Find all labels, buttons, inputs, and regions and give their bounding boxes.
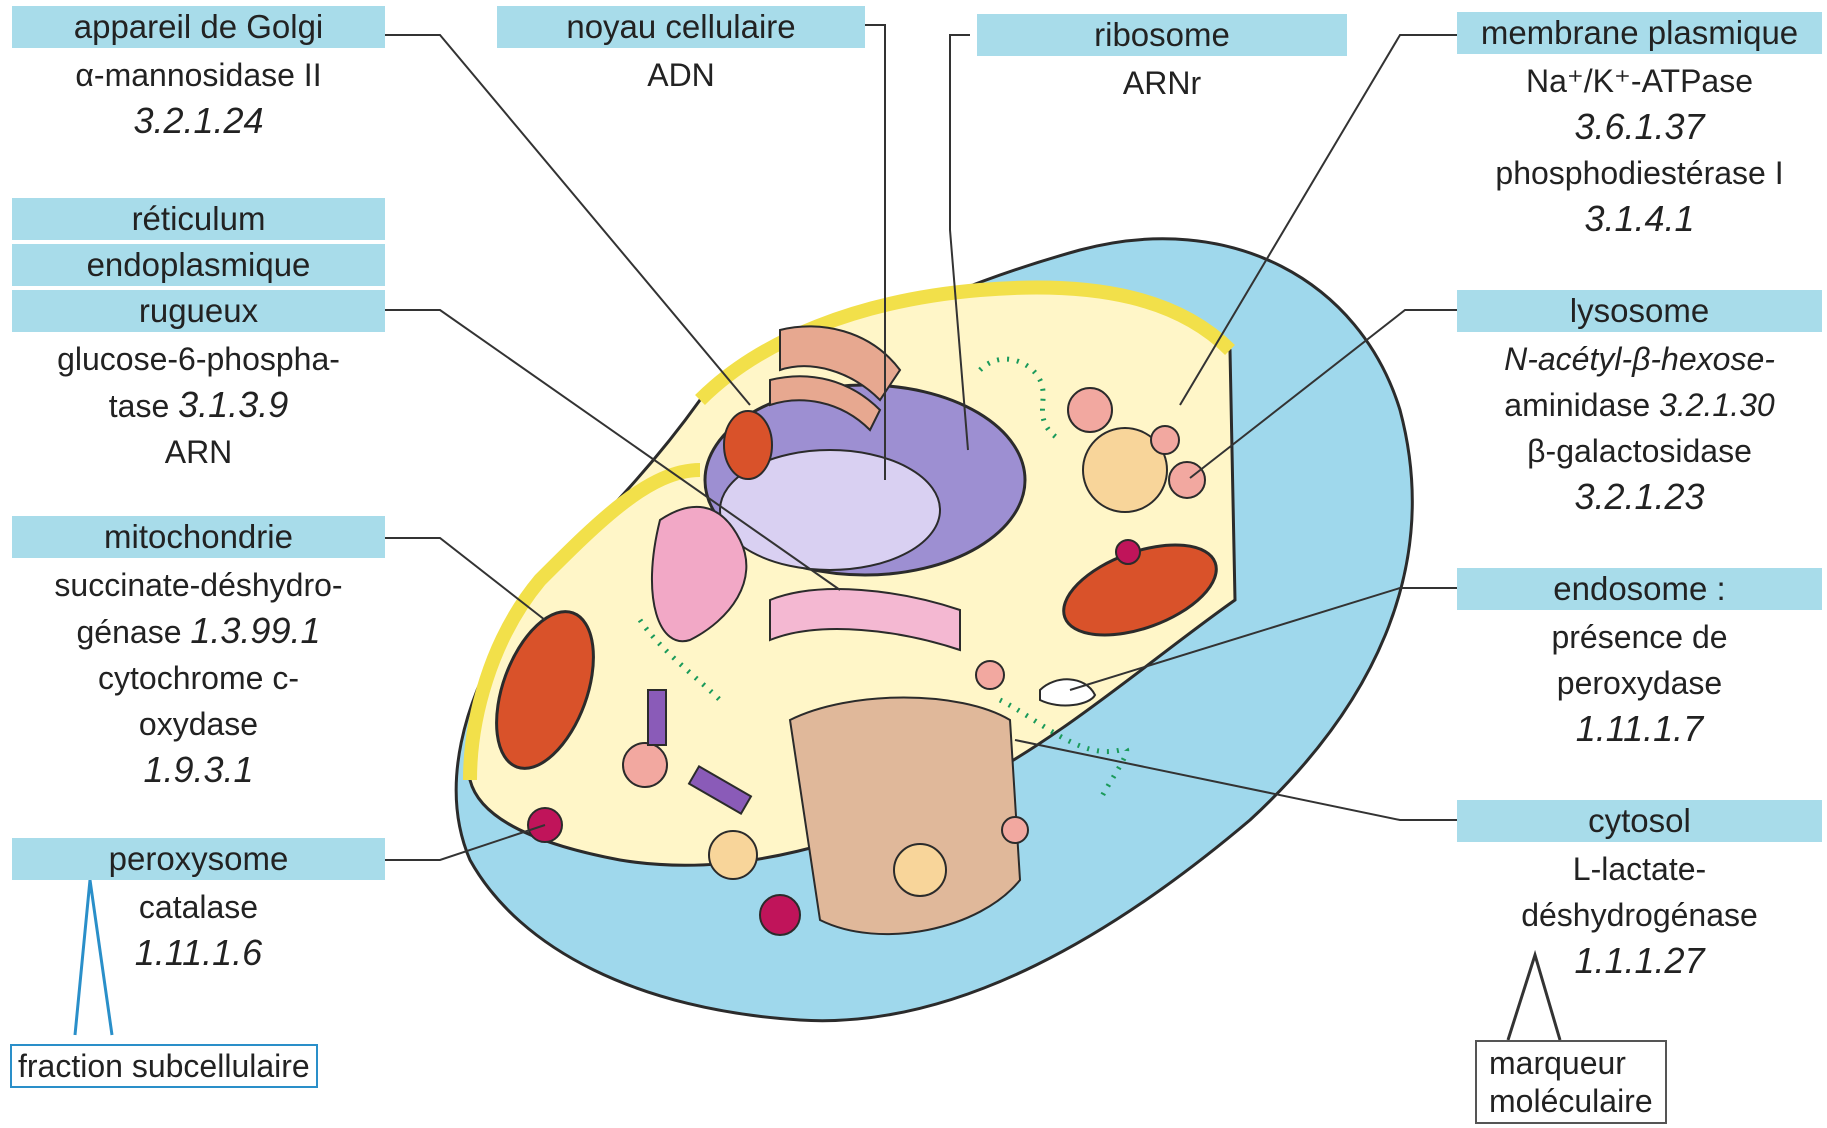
legend-marqueur: marqueur moléculaire — [1475, 1040, 1667, 1124]
mito-enzyme1-line: génase 1.3.99.1 — [12, 608, 385, 655]
cytosol-enzyme-a: L-lactate- — [1457, 846, 1822, 892]
rer-extra: ARN — [12, 429, 385, 475]
ribosome-name: ribosome — [977, 14, 1347, 56]
legend-fraction: fraction subcellulaire — [10, 1044, 318, 1088]
membrane-enzyme1: Na⁺/K⁺-ATPase — [1457, 58, 1822, 104]
endosome-line2: peroxydase — [1457, 660, 1822, 706]
rer-enzyme-b: tase — [109, 388, 169, 424]
rer-name-line3: rugueux — [12, 290, 385, 332]
membrane-panel: membrane plasmique Na⁺/K⁺-ATPase 3.6.1.3… — [1457, 12, 1822, 242]
membrane-enzyme2: phosphodiestérase I — [1457, 150, 1822, 196]
rer-panel: réticulum endoplasmique rugueux glucose-… — [12, 198, 385, 475]
lysosome-enzyme2: β-galactosidase — [1457, 428, 1822, 474]
mito-ec1: 1.3.99.1 — [190, 610, 320, 651]
noyau-panel: noyau cellulaire ADN — [497, 6, 865, 98]
lysosome-name: lysosome — [1457, 290, 1822, 332]
lysosome-enzyme1-line: aminidase 3.2.1.30 — [1457, 382, 1822, 428]
lysosome-panel: lysosome N-acétyl-β-hexose- aminidase 3.… — [1457, 290, 1822, 520]
endosome-name: endosome : — [1457, 568, 1822, 610]
mito-enzyme2-a: cytochrome c- — [12, 655, 385, 701]
lysosome-ec1: 3.2.1.30 — [1659, 387, 1775, 423]
endosome-line1: présence de — [1457, 614, 1822, 660]
mito-enzyme1-b: génase — [77, 614, 182, 650]
membrane-name: membrane plasmique — [1457, 12, 1822, 54]
rer-enzyme-line: tase 3.1.3.9 — [12, 382, 385, 429]
golgi-name: appareil de Golgi — [12, 6, 385, 48]
perox-ec: 1.11.1.6 — [12, 930, 385, 976]
golgi-enzyme: α-mannosidase II — [12, 52, 385, 98]
mito-name: mitochondrie — [12, 516, 385, 558]
cytosol-enzyme-b: déshydrogénase — [1457, 892, 1822, 938]
cytosol-ec: 1.1.1.27 — [1457, 938, 1822, 984]
lysosome — [1169, 462, 1205, 498]
lysosome-enzyme1-a: N-acétyl-β-hexose- — [1457, 336, 1822, 382]
mito-ec2: 1.9.3.1 — [12, 747, 385, 793]
rer-name-line1: réticulum — [12, 198, 385, 240]
mito-enzyme2-b: oxydase — [12, 701, 385, 747]
ribosome-marker: ARNr — [977, 60, 1347, 106]
rer-name-line2: endoplasmique — [12, 244, 385, 286]
perox-name: peroxysome — [12, 838, 385, 880]
perox-enzyme: catalase — [12, 884, 385, 930]
lysosome-ec2: 3.2.1.23 — [1457, 474, 1822, 520]
golgi-panel: appareil de Golgi α-mannosidase II 3.2.1… — [12, 6, 385, 144]
noyau-marker: ADN — [497, 52, 865, 98]
noyau-name: noyau cellulaire — [497, 6, 865, 48]
legend-marqueur-a: marqueur — [1489, 1044, 1653, 1082]
endosome-ec: 1.11.1.7 — [1457, 706, 1822, 752]
endosome-panel: endosome : présence de peroxydase 1.11.1… — [1457, 568, 1822, 752]
mito-enzyme1-a: succinate-déshydro- — [12, 562, 385, 608]
lysosome-enzyme1-b: aminidase — [1504, 387, 1650, 423]
membrane-ec1: 3.6.1.37 — [1457, 104, 1822, 150]
perox-panel: peroxysome catalase 1.11.1.6 — [12, 838, 385, 976]
rer-ec: 3.1.3.9 — [178, 384, 288, 425]
ribosome-panel: ribosome ARNr — [977, 14, 1347, 106]
cytosol-name: cytosol — [1457, 800, 1822, 842]
legend-marqueur-b: moléculaire — [1489, 1082, 1653, 1120]
mito-panel: mitochondrie succinate-déshydro- génase … — [12, 516, 385, 793]
golgi-ec: 3.2.1.24 — [12, 98, 385, 144]
cytosol-panel: cytosol L-lactate- déshydrogénase 1.1.1.… — [1457, 800, 1822, 984]
rer-enzyme-a: glucose-6-phospha- — [12, 336, 385, 382]
membrane-ec2: 3.1.4.1 — [1457, 196, 1822, 242]
